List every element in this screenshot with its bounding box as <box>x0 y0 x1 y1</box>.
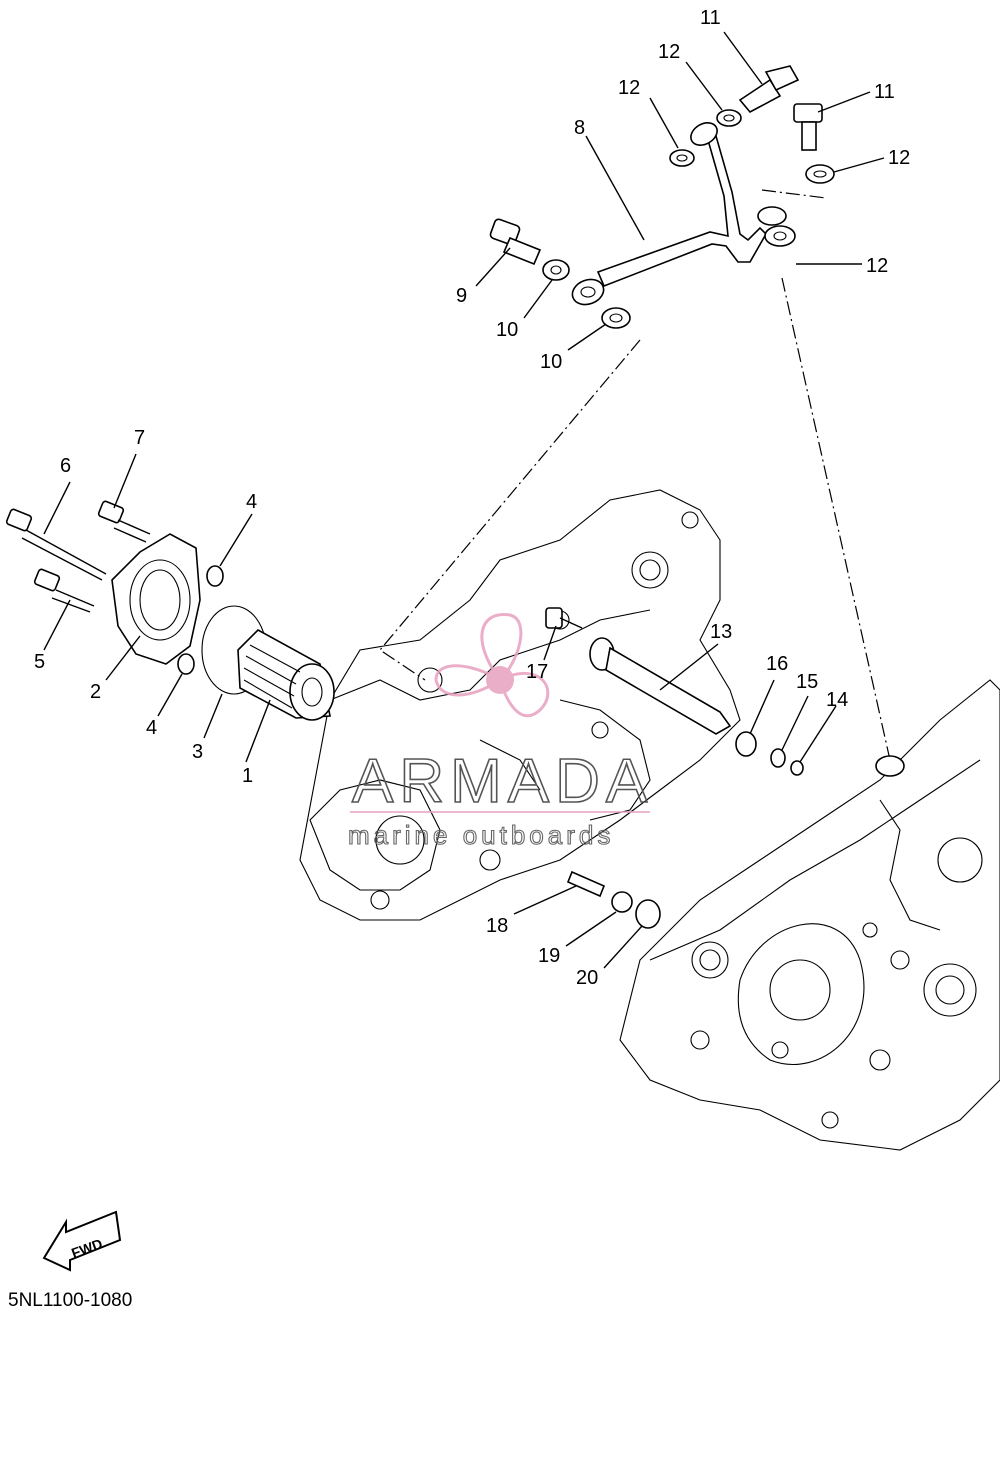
callout-3: 3 <box>192 741 203 763</box>
callout-4-top: 4 <box>246 491 257 513</box>
callout-7: 7 <box>134 427 145 449</box>
callout-20: 20 <box>576 967 598 989</box>
propeller-logo <box>434 612 550 718</box>
callout-16: 16 <box>766 653 788 675</box>
callout-18: 18 <box>486 915 508 937</box>
oil-delivery-pipe <box>571 122 787 306</box>
assembly-lines <box>379 189 891 761</box>
copper-washers <box>542 109 835 329</box>
callout-10-b: 10 <box>540 351 562 373</box>
callout-1: 1 <box>242 765 253 787</box>
callout-10-a: 10 <box>496 319 518 341</box>
leader-lines <box>43 31 885 969</box>
callout-11-right: 11 <box>874 81 895 103</box>
callout-12-b: 12 <box>618 77 640 99</box>
crankcase-left <box>299 489 741 921</box>
callout-14: 14 <box>826 689 848 711</box>
relief-valve-parts <box>545 607 905 929</box>
watermark: ARMADA marine outboards <box>347 612 653 851</box>
callout-6: 6 <box>60 455 71 477</box>
crankcase-right <box>619 679 1000 1151</box>
callout-5: 5 <box>34 651 45 673</box>
watermark-title: ARMADA <box>352 747 653 816</box>
callout-15: 15 <box>796 671 818 693</box>
callout-labels: 11 12 12 11 12 8 12 9 10 10 7 6 4 5 2 4 … <box>34 7 910 989</box>
callout-12-d: 12 <box>866 255 888 277</box>
callout-9: 9 <box>456 285 467 307</box>
oil-filter-group <box>5 500 335 721</box>
fwd-arrow: FWD <box>42 1210 122 1272</box>
callout-17: 17 <box>526 661 548 683</box>
callout-12-a: 12 <box>658 41 680 63</box>
callout-2: 2 <box>90 681 101 703</box>
diagram-code: 5NL1100-1080 <box>8 1290 132 1311</box>
callout-11-top: 11 <box>700 7 721 29</box>
callout-12-c: 12 <box>888 147 910 169</box>
watermark-subtitle: marine outboards <box>348 820 614 850</box>
callout-8: 8 <box>574 117 585 139</box>
callout-19: 19 <box>538 945 560 967</box>
callout-13: 13 <box>710 621 732 643</box>
union-bolts <box>489 65 823 266</box>
callout-4-bottom: 4 <box>146 717 157 739</box>
